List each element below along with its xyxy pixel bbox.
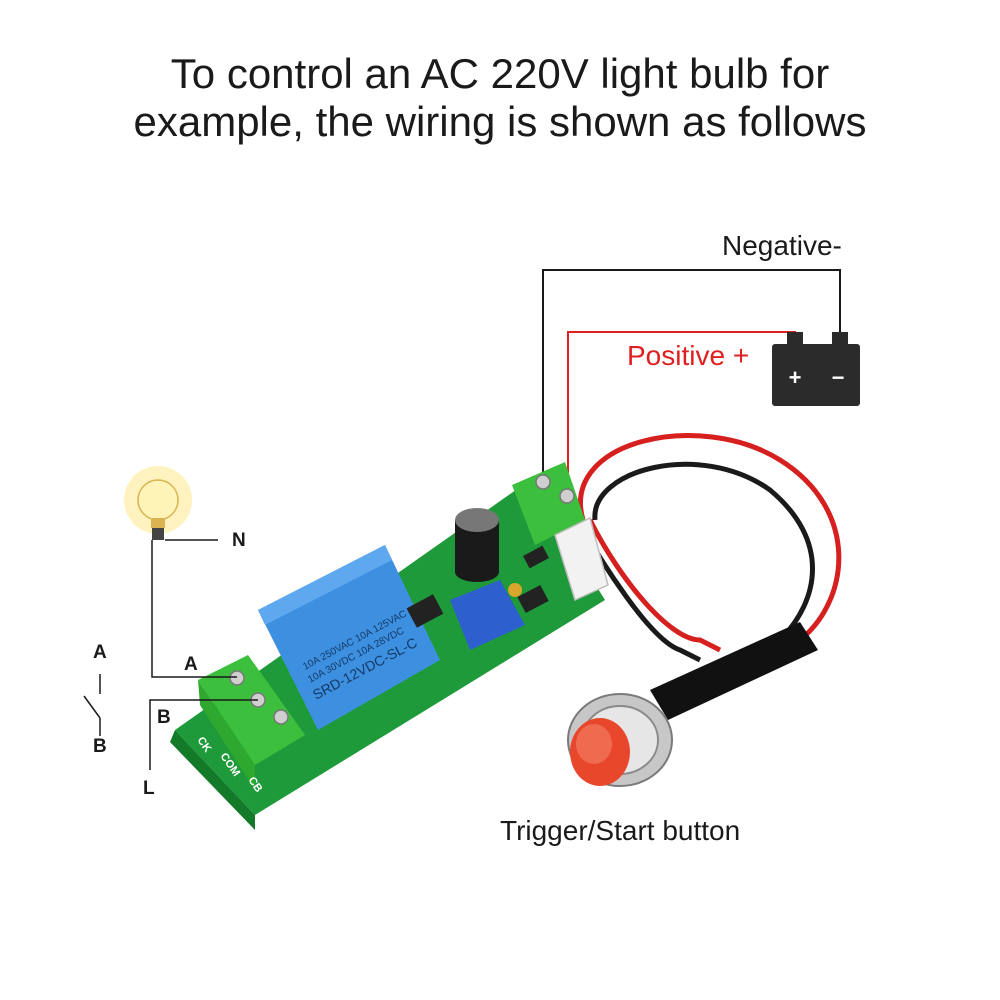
title-line-2: example, the wiring is shown as follows — [133, 98, 867, 145]
page-title: To control an AC 220V light bulb for exa… — [0, 50, 1000, 146]
wire-b-l — [149, 699, 258, 770]
button-cable-red-2 — [587, 518, 722, 653]
label-trigger-button: Trigger/Start button — [500, 815, 741, 846]
battery-icon: + − — [772, 332, 860, 406]
label-positive: Positive + — [627, 340, 750, 371]
wire-a — [151, 540, 237, 678]
label-n: N — [232, 530, 246, 551]
label-wire-a: A — [184, 654, 198, 675]
transistor — [517, 584, 549, 614]
battery-minus: − — [832, 365, 845, 390]
label-switch-b: B — [93, 736, 107, 757]
battery-plus: + — [789, 365, 802, 390]
label-wire-b: B — [157, 707, 171, 728]
button-cable-red — [578, 433, 842, 693]
terminal-screw-nc[interactable] — [229, 670, 245, 686]
button-cable-black — [592, 461, 815, 693]
light-bulb-icon — [124, 466, 192, 540]
label-l: L — [143, 778, 155, 799]
input-terminal-block[interactable] — [512, 462, 585, 545]
heat-shrink — [650, 622, 818, 720]
ic-chip — [406, 594, 444, 628]
negative-wire — [542, 269, 841, 480]
title-line-1: To control an AC 220V light bulb for — [170, 50, 830, 97]
push-button-icon[interactable] — [567, 693, 673, 787]
capacitor — [455, 508, 499, 582]
label-negative: Negative- — [722, 230, 842, 261]
potentiometer — [450, 580, 525, 650]
diode — [523, 545, 549, 569]
switch-icon — [83, 674, 101, 736]
jst-connector — [554, 516, 609, 602]
terminal-screw-no[interactable] — [273, 709, 289, 725]
label-switch-a: A — [93, 642, 107, 663]
